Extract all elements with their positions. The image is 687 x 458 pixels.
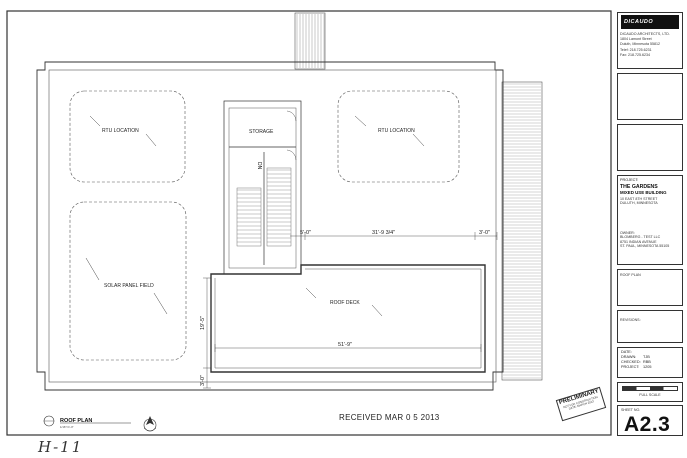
- rtu-label-left: RTU LOCATION: [102, 128, 139, 134]
- date-label: DATE:: [621, 350, 632, 354]
- drawn-label: DRAWN:: [621, 355, 637, 359]
- roof-deck-label: ROOF DECK: [330, 300, 360, 306]
- sheet-border: [6, 10, 612, 436]
- sheet-number-box: SHEET NO. A2.3: [617, 405, 683, 436]
- received-stamp: RECEIVED MAR 0 5 2013: [339, 413, 440, 422]
- consultant-box-2: [617, 124, 683, 171]
- handwritten-note: H-11: [38, 438, 84, 456]
- revisions-box: REVISIONS:: [617, 310, 683, 343]
- roof-deck: [210, 264, 486, 373]
- date-row: DATE:: [618, 348, 682, 355]
- owner-label: OWNER:: [620, 230, 635, 235]
- sheet-number: A2.3: [624, 413, 671, 436]
- dimension-3-0-top: 3'-0": [479, 230, 490, 236]
- firm-phone: Telef: 218.725.6231: [620, 48, 652, 53]
- stair-treads: [237, 169, 291, 243]
- project-address-1: 10 EAST 8TH STREET: [620, 197, 658, 201]
- project-no-label: PROJECT:: [621, 365, 640, 369]
- roof-outline: [36, 61, 504, 391]
- sheet-title-box: ROOF PLAN: [617, 269, 683, 306]
- dimension-31-9: 31'-9 3/4": [372, 230, 395, 236]
- roof-hatch-top: [294, 12, 326, 70]
- firm-name: DICAUDO ARCHITECTS, LTD.: [620, 32, 670, 36]
- storage-label: STORAGE: [249, 129, 274, 135]
- owner-name: BLOMBERG - TEST LLC: [620, 235, 661, 240]
- full-scale-box: FULL SCALE: [617, 382, 683, 402]
- sheet-no-label: SHEET NO.: [621, 408, 641, 412]
- checked-value: RBB: [643, 360, 651, 364]
- rtu-area-left: [69, 90, 186, 183]
- project-name-1: THE GARDENS: [620, 184, 658, 190]
- project-label: PROJECT:: [620, 178, 639, 182]
- project-box: PROJECT: THE GARDENS MIXED USE BUILDING …: [617, 175, 683, 265]
- firm-address-1: 1804 Lamont Street: [620, 37, 652, 42]
- revisions-label: REVISIONS:: [620, 318, 641, 322]
- drawing-title: ROOF PLAN: [60, 418, 93, 424]
- checked-label: CHECKED:: [621, 360, 641, 364]
- project-no-value: 1205: [643, 365, 652, 369]
- north-arrow-icon: [143, 416, 157, 432]
- leader-lines: [85, 115, 425, 317]
- stair-core: [223, 100, 302, 275]
- solar-panel-area: [69, 201, 187, 361]
- drawn-row: DRAWN: TJB: [618, 355, 682, 360]
- sheet-title: ROOF PLAN: [620, 273, 641, 277]
- consultant-box-1: [617, 73, 683, 120]
- project-no-row: PROJECT:1205: [618, 365, 682, 370]
- checked-row: CHECKED:RBB: [618, 360, 682, 365]
- owner-address-2: ST. PAUL, MINNESOTA 55105: [620, 244, 670, 249]
- rtu-label-right: RTU LOCATION: [378, 128, 415, 134]
- drawn-value: TJB: [643, 355, 650, 359]
- project-name-2: MIXED USE BUILDING: [620, 190, 667, 195]
- firm-logo: DICAUDO architects: [621, 15, 679, 39]
- firm-box: DICAUDO architects DICAUDO ARCHITECTS, L…: [617, 12, 683, 69]
- firm-fax: Fax: 218.725.6234: [620, 52, 650, 57]
- project-address-2: DULUTH, MINNESOTA: [620, 201, 658, 206]
- firm-address-2: Duluth, Minnesota 55812: [620, 41, 660, 46]
- stair-direction-label: DN: [256, 162, 262, 170]
- dimension-lines: [203, 232, 498, 389]
- owner-address-1: 8751 INDIAN AVENUE: [620, 239, 657, 244]
- title-block: DICAUDO architects DICAUDO ARCHITECTS, L…: [617, 12, 683, 436]
- info-box: DATE: DRAWN: TJB CHECKED:RBB PROJECT:1205: [617, 347, 683, 378]
- drawing-scale: 1/16"=1'-0": [60, 425, 74, 429]
- scale-bar: [622, 386, 678, 391]
- rtu-area-right: [337, 90, 460, 183]
- dimension-3-0-bottom: 3'-0": [200, 375, 206, 386]
- full-scale-label: FULL SCALE: [639, 393, 661, 397]
- dimension-51-9: 51'-9": [338, 342, 352, 348]
- solar-label: SOLAR PANEL FIELD: [104, 283, 154, 289]
- drawing-number-bubble: [43, 415, 131, 427]
- roof-hatch-right: [501, 81, 543, 381]
- dimension-19-5: 19'-5": [200, 316, 206, 330]
- dimension-5-0: 5'-0": [300, 230, 311, 236]
